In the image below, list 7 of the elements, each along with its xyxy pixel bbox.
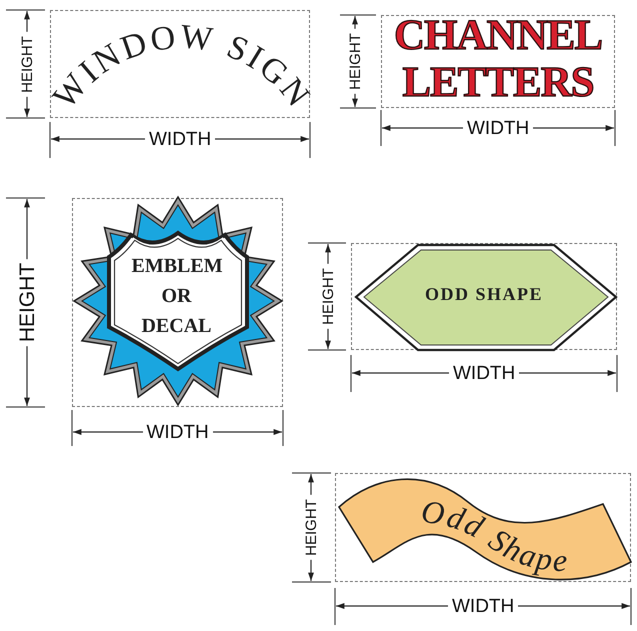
- dimension-label: HEIGHT: [347, 29, 362, 94]
- sign-text: EMBLEM OR DECAL: [132, 254, 222, 339]
- dimension-label: HEIGHT: [303, 495, 318, 560]
- channel-letters-text: CHANNEL LETTERS: [392, 12, 604, 106]
- dimension-label: HEIGHT: [19, 32, 34, 96]
- odd-shape-text: ODD SHAPE: [424, 285, 544, 303]
- dimension-label: HEIGHT: [320, 264, 336, 329]
